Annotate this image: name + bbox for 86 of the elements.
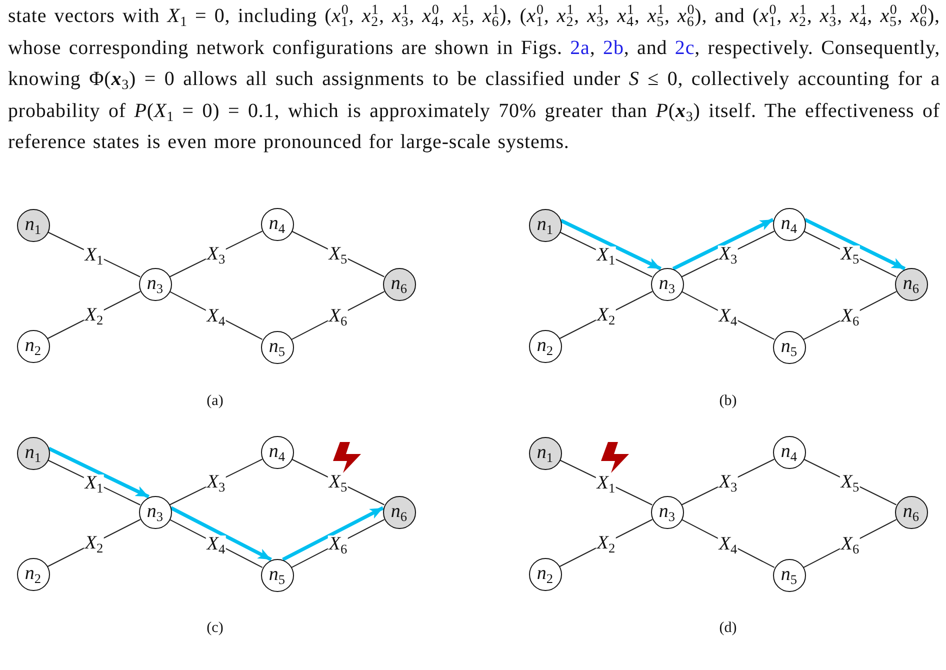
subfigure-caption: (c)	[206, 619, 224, 637]
network-node: n$_{4}$	[772, 208, 806, 240]
network-node: n$_{6}$	[382, 268, 416, 300]
connector-line	[804, 230, 896, 278]
connector-line	[681, 291, 775, 340]
edge-label: X$_{1}$	[84, 474, 104, 491]
edge-label: X$_{4}$	[718, 535, 738, 552]
edge-label: X$_{5}$	[328, 474, 348, 490]
connector-line	[291, 291, 385, 340]
edge-label: X$_{3}$	[718, 474, 738, 490]
connector-line	[291, 519, 385, 568]
arrow	[282, 506, 384, 562]
network-node: n$_{1}$	[16, 208, 50, 242]
arrow	[170, 506, 272, 562]
subfigure-caption: (b)	[719, 392, 737, 410]
connector-line	[169, 519, 263, 568]
edge-label: X$_{5}$	[840, 474, 860, 490]
network-node: n$_{6}$	[894, 268, 928, 300]
paragraph-text: state vectors with X$_{1}$ = 0, including (x$_{1}$$^{0}$, x$_{2}$$^{1}$, x$_{3}$$^{1}$, x$_{4}$$^{0}$, x$_{5}$$^{1}$, x$_{6}$$^{1}$), (x$_{1}$$^{0}$, x$_{2}$$^{1}$, x$_{3}$$^{1}$, x$_{4}$$^{1}$, x$_{5}$$^{1}$, x$_{6}$$^{0}$), and (x$_{1}$$^{0}$, x$_{2}$$^{1}$, x$_{3}$$^{1}$, x$_{4}$$^{1}$, x$_{5}$$^{0}$, x$_{6}$$^{0}$), whose corresponding network configurations are shown in Figs. 2a, 2b, and 2c, respectively. Consequently, knowing Φ(x$_{3}$) = 0 allows all such assignments to be classified under S ≤ 0, collectively accounting for a probability of P(X$_{1}$ = 0) = 0.1, which is approximately 70% greater than P(x$_{3}$) itself. The effectiveness of reference states is even more pronounced for large-scale systems.	[8, 2, 940, 155]
figure-link: 2c	[674, 36, 695, 58]
network-node: n$_{2}$	[528, 330, 562, 362]
network-node: n$_{5}$	[260, 558, 294, 592]
edge-label: X$_{2}$	[84, 306, 104, 324]
connector-line	[169, 291, 263, 340]
connector-line	[559, 518, 653, 568]
edge-label: X$_{2}$	[596, 306, 616, 324]
figure-link: 2b	[603, 36, 624, 58]
arrow	[48, 446, 150, 498]
edge-label: X$_{1}$	[596, 474, 616, 491]
connector-line	[47, 290, 141, 340]
network-node: n$_{1}$	[16, 436, 50, 470]
edge-label: X$_{4}$	[206, 535, 226, 552]
connector-line	[559, 290, 653, 340]
edge-label: X$_{4}$	[206, 307, 226, 324]
connector-line	[681, 519, 775, 568]
edge-label: X$_{6}$	[328, 535, 348, 552]
connector-line	[803, 291, 897, 340]
connector-line	[560, 232, 652, 278]
edge-label: X$_{5}$	[328, 246, 348, 262]
edge-label: X$_{6}$	[840, 535, 860, 552]
network-node: n$_{6}$	[382, 496, 416, 528]
connector-line	[48, 232, 140, 278]
network-node: n$_{3}$	[650, 496, 684, 528]
network-node: n$_{4}$	[772, 436, 806, 468]
network-node: n$_{4}$	[260, 208, 294, 240]
edge-label: X$_{6}$	[328, 307, 348, 324]
edge-label: X$_{2}$	[84, 534, 104, 552]
subfigure-caption: (d)	[719, 619, 737, 637]
network-node: n$_{3}$	[650, 268, 684, 300]
edge-label: X$_{1}$	[596, 246, 616, 263]
edge-label: X$_{3}$	[718, 246, 738, 262]
network-node: n$_{5}$	[772, 330, 806, 364]
connector-line	[560, 460, 652, 506]
edge-label: X$_{3}$	[206, 474, 226, 490]
connector-line	[170, 458, 262, 506]
edge-label: X$_{1}$	[84, 246, 104, 263]
connector-line	[170, 230, 262, 278]
connector-line	[682, 458, 774, 506]
connector-line	[804, 458, 896, 506]
arrow	[672, 218, 774, 270]
network-node: n$_{2}$	[16, 330, 50, 362]
network-node: n$_{2}$	[16, 558, 50, 590]
figure-link: 2a	[570, 36, 590, 58]
connector-line	[292, 458, 384, 506]
network-node: n$_{1}$	[528, 436, 562, 470]
connector-line	[682, 230, 774, 278]
network-node: n$_{4}$	[260, 436, 294, 468]
network-node: n$_{3}$	[138, 496, 172, 528]
connector-line	[292, 230, 384, 278]
edge-label: X$_{6}$	[840, 307, 860, 324]
network-node: n$_{3}$	[138, 268, 172, 300]
edge-label: X$_{5}$	[840, 246, 860, 262]
network-node: n$_{2}$	[528, 558, 562, 590]
arrow	[804, 218, 906, 270]
edge-label: X$_{3}$	[206, 246, 226, 262]
network-node: n$_{1}$	[528, 208, 562, 242]
network-node: n$_{6}$	[894, 496, 928, 528]
connector-line	[47, 518, 141, 568]
connector-line	[803, 519, 897, 568]
subfigure-caption: (a)	[206, 392, 224, 410]
connector-line	[48, 460, 140, 506]
edge-label: X$_{4}$	[718, 307, 738, 324]
network-node: n$_{5}$	[772, 558, 806, 592]
arrow	[560, 218, 662, 270]
edge-label: X$_{2}$	[596, 534, 616, 552]
network-node: n$_{5}$	[260, 330, 294, 364]
